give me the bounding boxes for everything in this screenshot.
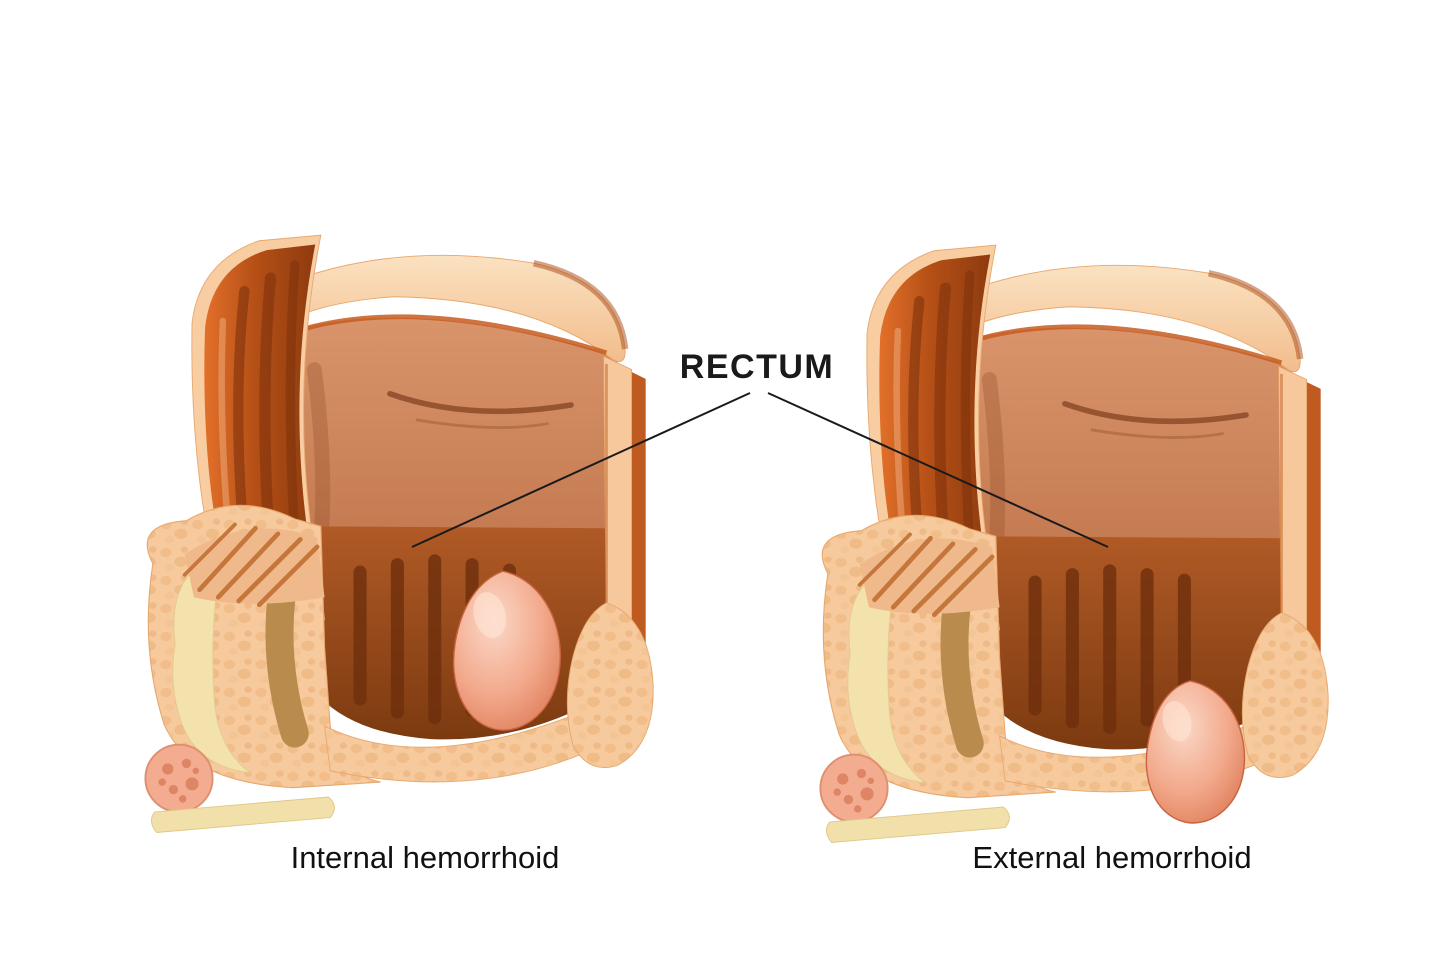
rectum-pointer-lines [411,392,1109,548]
external-hemorrhoid-figure [820,245,1328,842]
internal-hemorrhoid-figure [145,235,653,832]
hemorrhoid-highlight [473,592,507,638]
internal-hemorrhoid-caption: Internal hemorrhoid [291,840,560,875]
hemorrhoid-highlight [1162,700,1192,742]
external-hemorrhoid-caption: External hemorrhoid [972,840,1251,875]
rectum-label: RECTUM [680,348,834,386]
